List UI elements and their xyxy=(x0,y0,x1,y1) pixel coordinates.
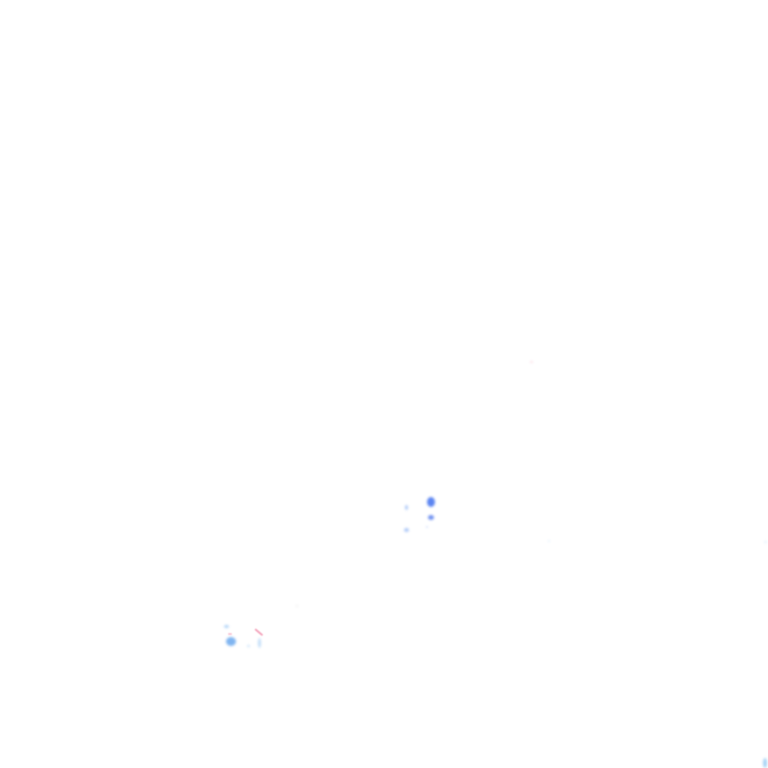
noise-streak xyxy=(228,633,232,635)
noise-speck xyxy=(405,505,408,510)
noise-speck xyxy=(226,637,236,646)
noise-speck xyxy=(763,758,767,768)
noise-speck xyxy=(224,625,229,628)
noise-speck xyxy=(548,540,550,542)
noise-speck xyxy=(530,361,533,363)
noise-speck xyxy=(428,515,434,520)
noise-speck xyxy=(764,541,767,543)
noise-speck xyxy=(296,605,298,607)
noise-streak xyxy=(254,628,264,637)
noise-speck xyxy=(404,528,409,532)
noise-speck xyxy=(426,526,428,528)
noise-speck xyxy=(247,645,250,647)
noise-speck xyxy=(427,497,435,507)
noise-speck xyxy=(258,638,261,648)
